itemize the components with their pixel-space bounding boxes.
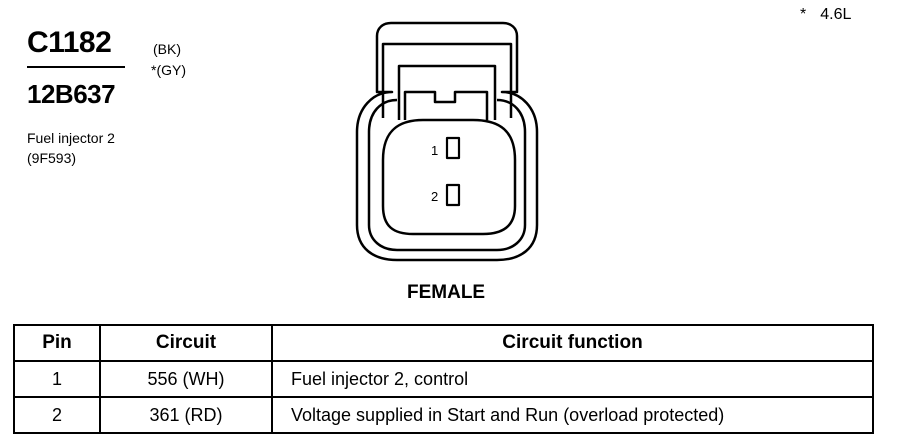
- part-number: 12B637: [27, 79, 116, 109]
- table-row: 2 361 (RD) Voltage supplied in Start and…: [13, 396, 874, 434]
- wire-color-primary: (BK): [153, 41, 181, 57]
- pin-2-label: 2: [431, 189, 438, 204]
- pin-2-cavity: [445, 183, 461, 207]
- header-circuit-function: Circuit function: [271, 324, 874, 362]
- component-code: (9F593): [27, 150, 77, 166]
- cell-pin: 1: [13, 360, 101, 398]
- table-row: 1 556 (WH) Fuel injector 2, control: [13, 360, 874, 398]
- pin-table: Pin Circuit Circuit function 1 556 (WH) …: [13, 324, 874, 434]
- wire-color-alternate: *(GY): [151, 62, 186, 78]
- cell-circuit: 556 (WH): [99, 360, 273, 398]
- cell-pin: 2: [13, 396, 101, 434]
- title-divider: [27, 66, 125, 68]
- header-pin: Pin: [13, 324, 101, 362]
- connector-outer-housing: [355, 21, 539, 262]
- header-circuit: Circuit: [99, 324, 273, 362]
- cell-circuit-function: Voltage supplied in Start and Run (overl…: [271, 396, 874, 434]
- connector-id: C1182: [27, 26, 112, 59]
- engine-note: * 4.6L: [800, 6, 851, 24]
- connector-face-diagram: 1 2: [355, 21, 539, 262]
- engine-note-asterisk: *: [800, 6, 807, 23]
- connector-latch-tab: [403, 90, 489, 120]
- connector-description: Fuel injector 2: [27, 130, 115, 146]
- cell-circuit: 361 (RD): [99, 396, 273, 434]
- cell-circuit-function: Fuel injector 2, control: [271, 360, 874, 398]
- connector-latch-outer: [381, 42, 513, 118]
- table-header-row: Pin Circuit Circuit function: [13, 324, 874, 362]
- view-label: FEMALE: [407, 282, 486, 303]
- pin-1-cavity: [445, 136, 461, 160]
- engine-note-label: 4.6L: [820, 6, 852, 23]
- connector-latch-window: [397, 64, 497, 120]
- connector-mating-face: [381, 118, 517, 236]
- pin-1-label: 1: [431, 143, 438, 158]
- connector-inner-housing: [367, 98, 527, 252]
